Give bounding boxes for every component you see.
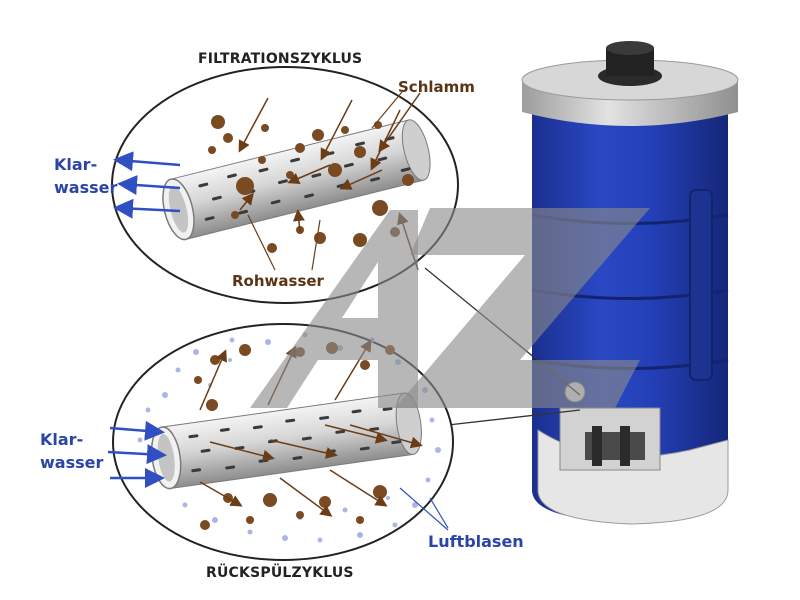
clear-water-arrows-bottom xyxy=(107,420,167,488)
clear-water-label-top: Klar- wasser xyxy=(54,153,117,199)
clear-water-bottom-line1: Klar- xyxy=(40,430,84,449)
raw-water-arrows xyxy=(238,92,421,271)
air-bubbles xyxy=(137,332,441,543)
raw-water-pointer xyxy=(311,219,321,271)
clear-water-bottom-line2: wasser xyxy=(40,453,104,472)
sludge-pointer xyxy=(371,91,403,129)
tank-panel xyxy=(689,189,713,381)
sludge-particles xyxy=(208,115,414,253)
clear-water-top-line1: Klar- xyxy=(54,155,98,174)
filtration-cycle-panel xyxy=(111,66,459,304)
raw-water-pointer xyxy=(247,214,276,271)
bubble-pointer xyxy=(399,487,449,531)
nozzle-stem xyxy=(620,426,630,466)
raw-water-label: Rohwasser xyxy=(232,272,324,290)
nozzle-stem xyxy=(592,426,602,466)
clear-water-label-bottom: Klar- wasser xyxy=(40,428,103,474)
az-logo-watermark xyxy=(250,208,650,408)
backwash-cycle-panel xyxy=(107,323,454,561)
bubble-pointer xyxy=(429,497,449,529)
backwash-cycle-title: RÜCKSPÜLZYKLUS xyxy=(206,565,354,581)
sludge-label: Schlamm xyxy=(398,78,475,96)
sludge-discharge-arrows xyxy=(199,339,423,517)
filtration-cycle-title: FILTRATIONSZYKLUS xyxy=(198,51,363,67)
clear-water-top-line2: wasser xyxy=(54,178,118,197)
callout-line-bottom xyxy=(447,409,581,426)
clear-water-arrows-top xyxy=(113,151,181,219)
air-bubbles-label: Luftblasen xyxy=(428,532,524,551)
valve-top xyxy=(606,41,654,55)
